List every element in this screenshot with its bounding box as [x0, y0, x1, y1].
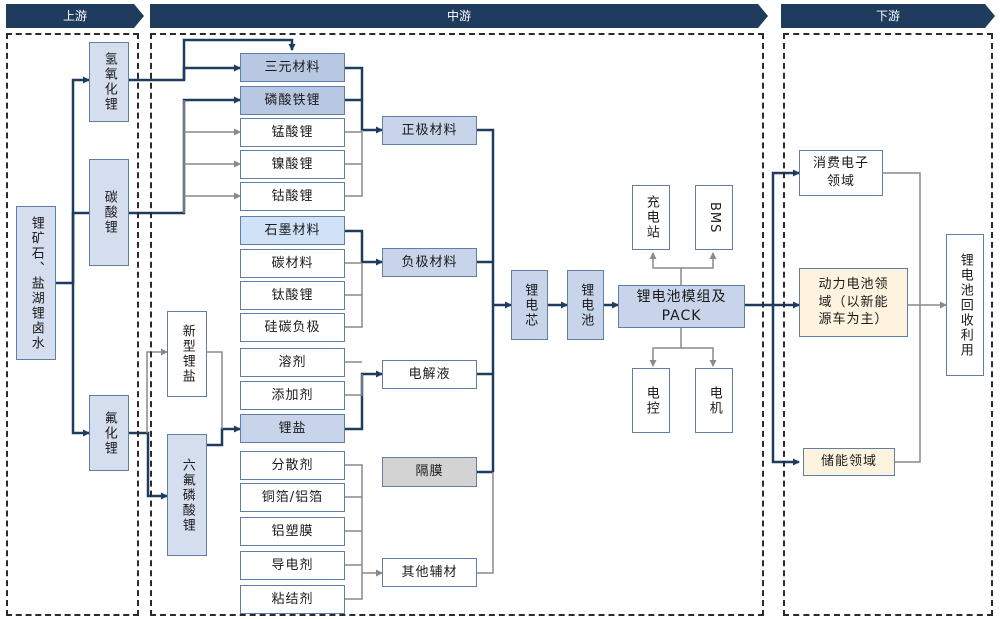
bms-box: BMS — [695, 185, 733, 250]
electrolyte-item-lithium-salt: 锂盐 — [240, 414, 345, 443]
upstream-zone — [6, 33, 139, 616]
consumer-electronics-box: 消费电子 领域 — [799, 150, 883, 196]
electrolyte-box: 电解液 — [382, 360, 477, 389]
new-lithium-salt-box: 新型锂盐 — [167, 311, 207, 397]
cathode-item-lmo: 锰酸锂 — [240, 118, 345, 147]
anode-item-si-c: 硅碳负极 — [240, 313, 345, 342]
charging-station-box: 充电站 — [632, 185, 670, 250]
motor-box: 电机 — [695, 368, 733, 433]
cathode-item-ternary: 三元材料 — [240, 53, 345, 82]
energy-storage-box: 储能领域 — [803, 448, 895, 476]
battery-module-pack-box: 锂电池模组及 PACK — [618, 285, 745, 328]
midstream-zone — [150, 33, 764, 616]
anode-item-lto: 钛酸锂 — [240, 281, 345, 310]
cathode-item-lfp: 磷酸铁锂 — [240, 86, 345, 115]
lithium-carbonate-box: 碳酸锂 — [89, 159, 129, 266]
separator-box: 隔膜 — [382, 457, 477, 487]
stage-banner-upstream: 上游 — [6, 4, 144, 28]
lithium-fluoride-box: 氟化锂 — [89, 395, 129, 471]
electrolyte-item-additive: 添加剂 — [240, 381, 345, 410]
aux-item-conductive-agent: 导电剂 — [240, 551, 345, 580]
downstream-zone — [783, 33, 993, 616]
aux-item-pouch-film: 铝塑膜 — [240, 517, 345, 546]
power-battery-box: 动力电池领 域（以新能 源车为主） — [799, 268, 908, 337]
aux-item-binder: 粘结剂 — [240, 585, 345, 614]
lipf6-box: 六氟磷酸锂 — [167, 434, 207, 556]
cathode-item-lco: 钴酸锂 — [240, 182, 345, 211]
cathode-material-box: 正极材料 — [382, 116, 477, 145]
anode-material-box: 负极材料 — [382, 248, 477, 277]
stage-banner-midstream: 中游 — [150, 4, 768, 28]
stage-banner-downstream: 下游 — [781, 4, 995, 28]
lithium-ore-brine-box: 锂矿石、盐湖锂卤水 — [16, 206, 56, 360]
anode-item-graphite: 石墨材料 — [240, 216, 345, 245]
battery-recycling-box: 锂电池回收利用 — [946, 234, 984, 376]
electronic-control-box: 电控 — [632, 368, 670, 433]
aux-item-dispersant: 分散剂 — [240, 451, 345, 480]
lithium-hydroxide-box: 氢氧化锂 — [89, 42, 129, 122]
other-auxiliary-box: 其他辅材 — [382, 558, 477, 587]
anode-item-carbon: 碳材料 — [240, 249, 345, 278]
lithium-cell-box: 锂电芯 — [511, 270, 548, 340]
electrolyte-item-solvent: 溶剂 — [240, 348, 345, 377]
cathode-item-lno: 镍酸锂 — [240, 150, 345, 179]
lithium-battery-box: 锂电池 — [567, 270, 604, 340]
aux-item-foil: 铜箔/铝箔 — [240, 483, 345, 512]
